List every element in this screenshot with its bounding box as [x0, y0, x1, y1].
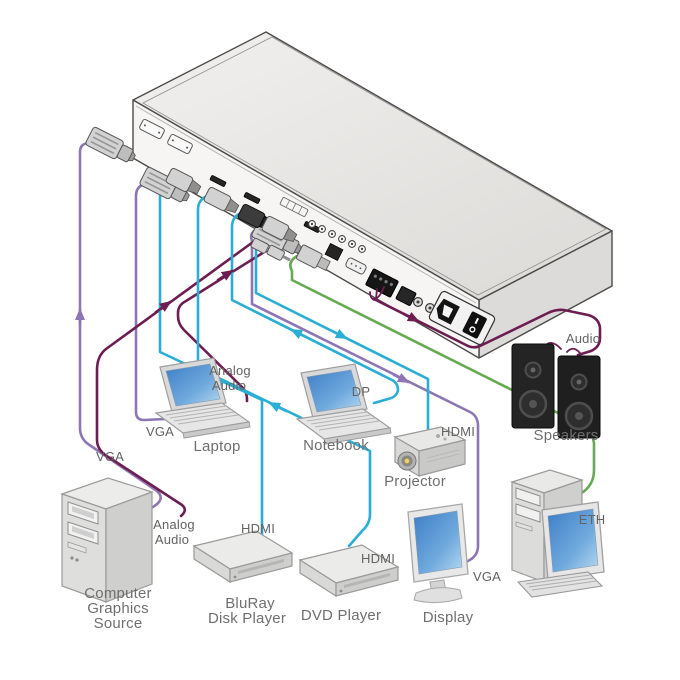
desktop-pc: [510, 469, 605, 598]
label-bluray-hdmi: HDMI: [240, 520, 276, 536]
cable-laptop-vga: [134, 181, 168, 422]
panel-edge-line: [135, 105, 477, 304]
switcher-ports: [138, 118, 496, 346]
label-laptop-audio-2: Audio: [211, 377, 247, 393]
bluray-player: [193, 530, 293, 583]
label-dvd: DVD Player: [300, 606, 382, 624]
cable-computer-vga: [78, 141, 162, 509]
audio-jack: [348, 240, 356, 248]
audio-jack: [358, 245, 366, 253]
terminal-block-2: [395, 286, 417, 306]
label-projector-hdmi: HDMI: [440, 423, 476, 439]
label-notebook-dp: DP: [351, 383, 371, 399]
label-display-vga: VGA: [472, 568, 502, 584]
cable-speakers-audio: [372, 297, 602, 357]
switcher-top-seam: [142, 36, 607, 296]
audio-jack: [338, 235, 346, 243]
label-computer-audio-1: Analog: [153, 516, 195, 532]
label-computer-audio-2: Audio: [154, 531, 190, 547]
rj45-port: [324, 243, 344, 261]
db9-port: [345, 257, 367, 275]
label-display: Display: [422, 608, 474, 626]
audio-jack: [328, 230, 336, 238]
display-monitor: [407, 503, 469, 604]
label-bluray-1: BluRay: [225, 594, 275, 612]
flow-arrow: [330, 329, 348, 340]
flow-arrow: [154, 300, 172, 314]
label-computer-2: Graphics: [87, 599, 149, 617]
cable-dvd-hdmi: [196, 195, 372, 548]
projector: [393, 426, 467, 478]
cable-notebook-dp: [230, 212, 400, 405]
label-computer-vga: VGA: [95, 448, 125, 464]
label-laptop: Laptop: [193, 437, 241, 455]
label-laptop-audio-1: Analog: [209, 362, 251, 378]
flow-arrow: [216, 269, 234, 282]
terminal-block: [365, 268, 399, 298]
label-notebook: Notebook: [303, 436, 369, 454]
vent-strip: [279, 197, 309, 217]
audio-jack: [318, 225, 326, 233]
pc-keyboard: [516, 571, 604, 598]
vga-plug-computer: [84, 125, 140, 168]
label-projector: Projector: [384, 472, 446, 490]
terminal-wires: [369, 286, 385, 301]
label-bluray-2: Disk Player: [207, 609, 287, 627]
notebook: [296, 363, 392, 445]
switcher: [132, 31, 613, 359]
flow-arrow: [268, 401, 288, 413]
power-inlet: [428, 290, 496, 346]
flow-arrow: [392, 373, 410, 384]
label-speakers-audio: Audio: [565, 330, 601, 346]
speakers: [511, 343, 601, 439]
label-computer-1: Computer: [84, 584, 152, 602]
label-laptop-vga: VGA: [145, 423, 175, 439]
computer-graphics-source: [60, 477, 154, 603]
audio-jack: [308, 220, 316, 228]
flow-arrow: [402, 312, 420, 323]
label-speakers: Speakers: [533, 426, 599, 444]
label-dvd-hdmi: HDMI: [360, 550, 396, 566]
speaker-wire: [566, 347, 581, 354]
label-pc-eth: ETH: [578, 511, 606, 527]
label-computer-3: Source: [93, 614, 143, 632]
flow-arrow: [290, 328, 308, 339]
cable-computer-audio: [95, 240, 255, 518]
